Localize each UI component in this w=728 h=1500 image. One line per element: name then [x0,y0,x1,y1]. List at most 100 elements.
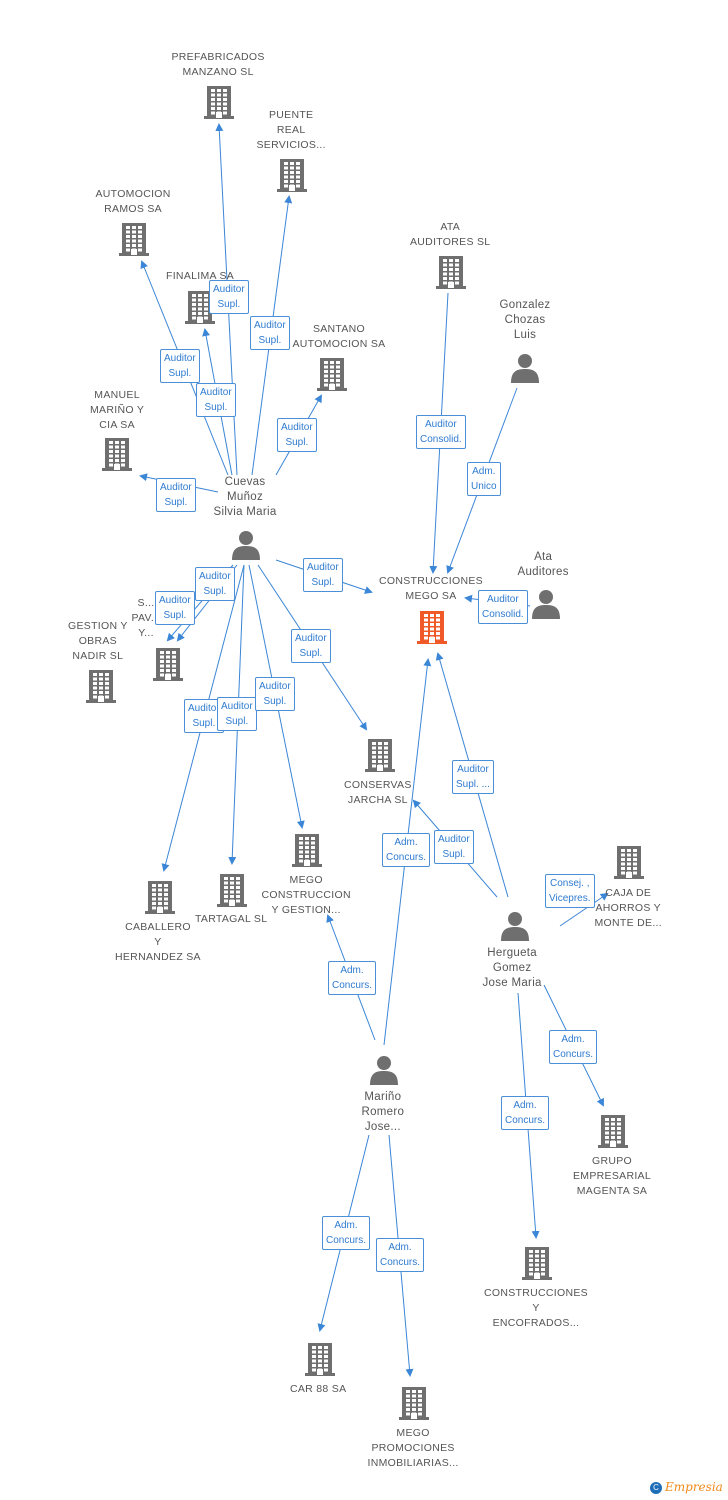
node-label-line: RAMOS SA [104,203,162,215]
building-icon-santano[interactable] [317,357,347,396]
node-label-pav[interactable]: S...PAV...Y... [132,596,161,641]
person-icon-marino[interactable] [369,1055,399,1090]
edge-label-line: Adm. [340,965,364,976]
edge-label-line: Auditor [200,387,232,398]
edge-label-hergueta-to-caja[interactable]: Consej. ,Vicepres. [545,874,595,908]
node-label-line: CAR 88 SA [290,1383,347,1395]
node-label-line: MANUEL [94,389,140,401]
person-icon-cuevas[interactable] [231,530,261,565]
building-icon-puente[interactable] [277,158,307,197]
edge-label-line: Adm. [561,1034,585,1045]
person-icon-gonzalez[interactable] [510,353,540,388]
person-icon-hergueta[interactable] [500,911,530,946]
edge-label-hergueta-to-grupo[interactable]: Adm.Concurs. [549,1030,598,1064]
node-label-line: CABALLERO [125,921,191,933]
node-label-line: Gomez [492,962,532,974]
building-icon-automocion_ramos[interactable] [119,222,149,261]
building-icon-mego_construccion[interactable] [292,833,322,872]
edge-label-line: Concurs. [332,980,373,991]
node-label-line: Cuevas [224,476,266,488]
building-icon-tartagal[interactable] [217,873,247,912]
building-icon-construcciones_mego[interactable] [417,610,447,649]
edge-label-gonzalez-to-construcciones_mego[interactable]: Adm.Unico [467,462,501,496]
building-icon-manuel[interactable] [102,437,132,476]
node-label-line: Chozas [504,314,546,326]
person-icon-ata_p[interactable] [531,589,561,624]
building-icon-caja[interactable] [614,845,644,884]
building-icon-car88[interactable] [305,1342,335,1381]
edge-label-hergueta-to-construcciones_enc[interactable]: Adm.Concurs. [501,1096,550,1130]
node-label-line: GRUPO [591,1155,632,1167]
edge-label-marino-to-mego_construccion[interactable]: Adm. Concurs. [328,961,377,995]
building-icon-caballero[interactable] [145,880,175,919]
node-label-finalima[interactable]: FINALIMA SA [166,269,234,284]
edge-label-line: Vicepres. [549,893,591,904]
node-label-car88[interactable]: CAR 88 SA [290,1382,346,1397]
building-icon-finalima[interactable] [185,290,215,329]
node-label-line: MONTE DE... [594,917,662,929]
building-icon-ata_sl[interactable] [436,255,466,294]
node-label-line: Y... [138,627,154,639]
building-icon-mego_promociones[interactable] [399,1386,429,1425]
building-icon-construcciones_enc[interactable] [522,1246,552,1285]
building-icon-gestion[interactable] [86,669,116,708]
edge-label-line: Supl. [263,696,287,707]
building-icon-grupo[interactable] [598,1114,628,1153]
node-label-tartagal[interactable]: TARTAGAL SL [195,912,267,927]
edge-label-marino-to-construcciones_mego[interactable]: Adm.Concurs. [382,833,431,867]
node-label-line: PUENTE [268,109,314,121]
node-label-line: MARIÑO Y [90,404,145,416]
node-label-line: NADIR SL [72,650,124,662]
building-icon-pav[interactable] [153,647,183,686]
node-label-line: AUDITORES SL [410,236,491,248]
edge-label-line: Supl. [192,718,216,729]
edge-label-line: Supl. [258,335,282,346]
edge-label-marino-to-mego_promociones[interactable]: Adm.Concurs. [376,1238,425,1272]
node-label-line: HERNANDEZ SA [115,951,201,963]
node-label-line: Y [532,1302,540,1314]
node-label-line: Y GESTION... [271,904,341,916]
edge-label-marino-to-car88[interactable]: Adm.Concurs. [322,1216,371,1250]
edge-label-line: Supl. [442,849,466,860]
building-icon-conservas[interactable] [365,738,395,777]
node-label-line: CAJA DE [605,887,652,899]
building-icon-prefabricados[interactable] [204,85,234,124]
